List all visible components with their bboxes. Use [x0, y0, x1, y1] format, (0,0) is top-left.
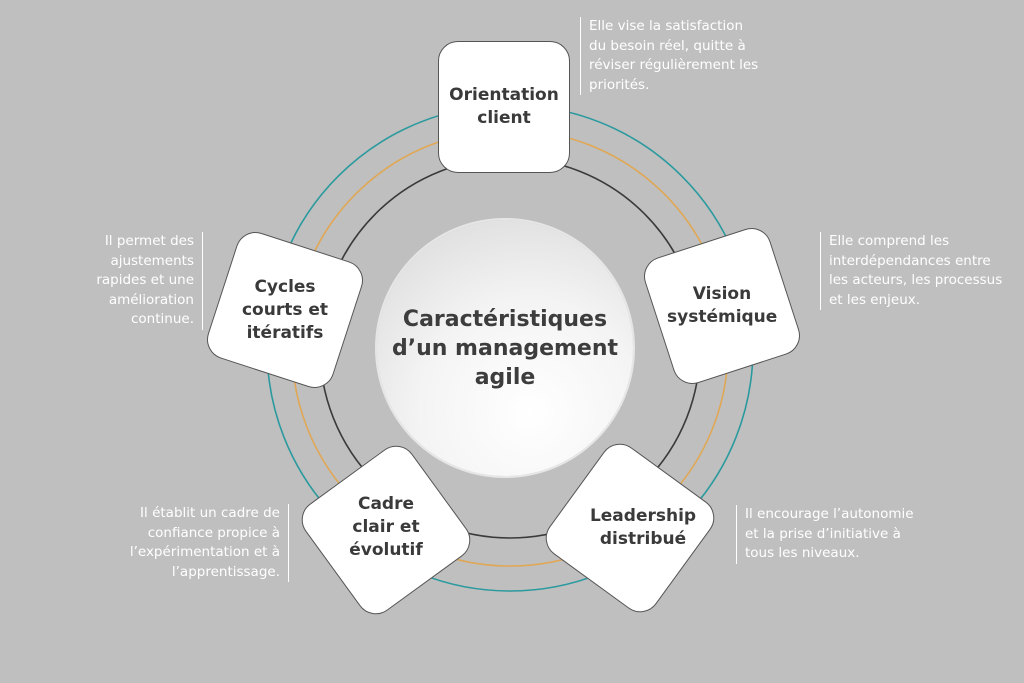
description-cadre-clair: Il établit un cadre de confiance propice…: [100, 504, 289, 582]
node-label: Cycles courts et itératifs: [241, 276, 329, 343]
node-label: Orientation client: [449, 85, 559, 128]
node-label: Cadre clair et évolutif: [349, 493, 423, 560]
node-leadership-distribue: Leadership distribué: [537, 435, 723, 621]
node-label: Leadership distribué: [589, 506, 697, 549]
description-vision-systemique: Elle comprend les interdépendances entre…: [820, 232, 1004, 310]
node-cycles-courts: Cycles courts et itératifs: [201, 226, 369, 394]
description-cycles-courts: Il permet des ajustements rapides et une…: [60, 232, 203, 330]
description-orientation-client: Elle vise la satisfaction du besoin réel…: [580, 17, 759, 95]
node-cadre-clair: Cadre clair et évolutif: [293, 437, 479, 623]
node-label: Vision systémique: [667, 284, 778, 327]
diagram-title: Caractéristiques d’un management agile: [391, 306, 619, 390]
node-orientation-client: Orientation client: [438, 41, 570, 173]
description-leadership-distribue: Il encourage l’autonomie et la prise d’i…: [736, 505, 920, 564]
node-vision-systemique: Vision systémique: [638, 222, 806, 390]
center-circle: Caractéristiques d’un management agile: [377, 220, 633, 476]
